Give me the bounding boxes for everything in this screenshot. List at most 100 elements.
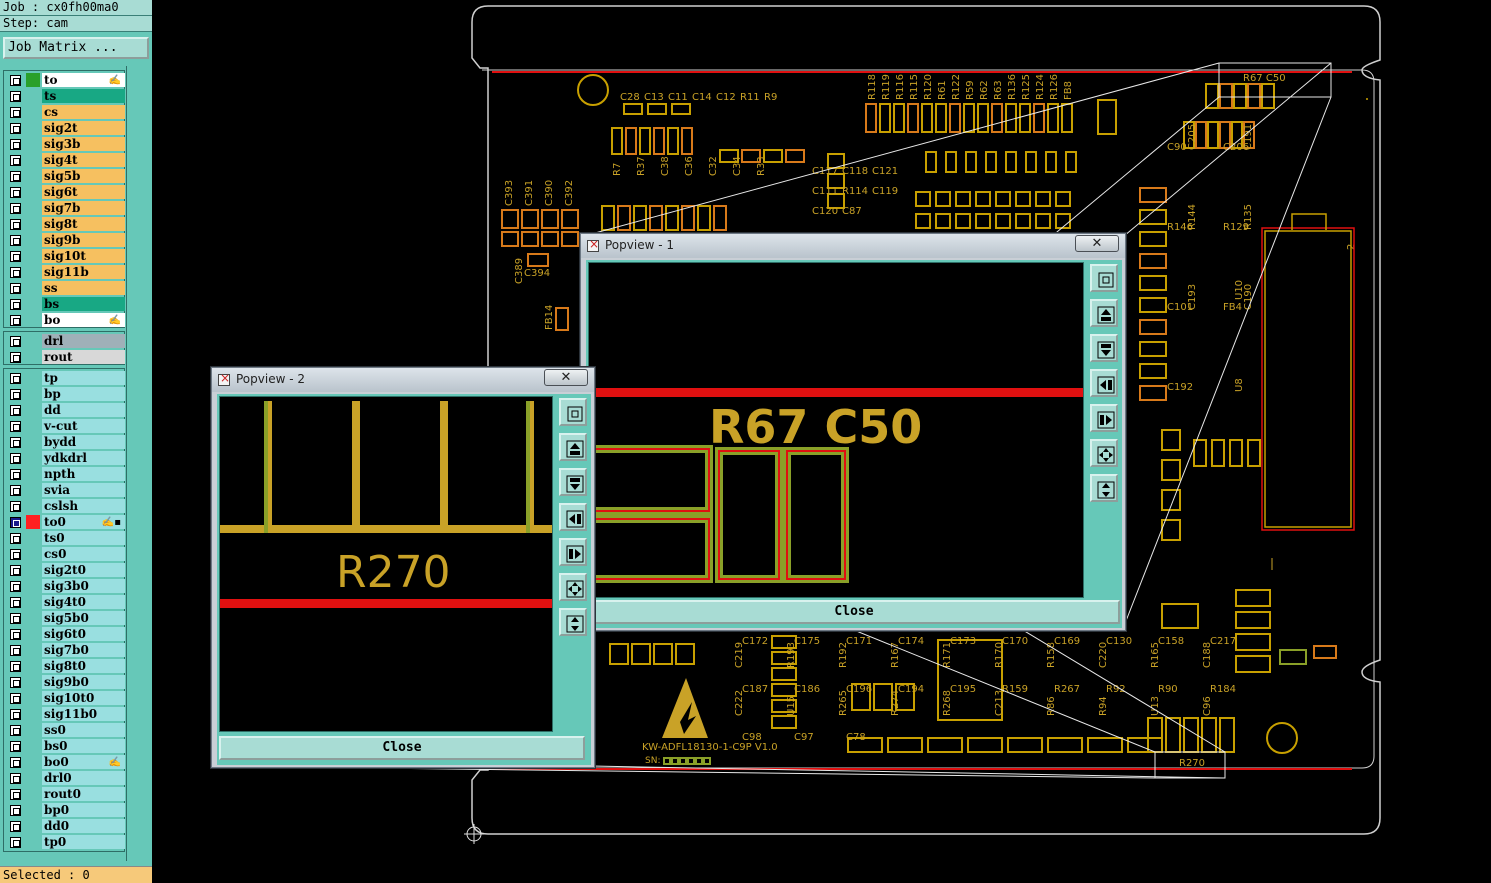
popview-1-titlebar[interactable]: Popview - 1 ✕	[581, 234, 1125, 258]
layer-name[interactable]: bydd	[42, 435, 125, 449]
layer-checkbox[interactable]	[10, 581, 21, 592]
layer-name[interactable]: bo✍	[42, 313, 125, 327]
layer-row-sig8t0[interactable]: sig8t0	[4, 658, 125, 674]
layer-row-sig10t[interactable]: sig10t	[4, 248, 125, 264]
layer-checkbox[interactable]	[10, 139, 21, 150]
layer-checkbox[interactable]	[10, 789, 21, 800]
layer-checkbox[interactable]	[10, 405, 21, 416]
layer-checkbox[interactable]	[10, 453, 21, 464]
layer-name[interactable]: sig8t0	[42, 659, 125, 673]
layer-row-bs[interactable]: bs	[4, 296, 125, 312]
layer-row-dd[interactable]: dd	[4, 402, 125, 418]
layer-row-sig6t0[interactable]: sig6t0	[4, 626, 125, 642]
layer-row-rout[interactable]: rout	[4, 349, 125, 365]
layer-checkbox[interactable]	[10, 629, 21, 640]
layer-name[interactable]: sig10t0	[42, 691, 125, 705]
layer-row-sig9b[interactable]: sig9b	[4, 232, 125, 248]
layer-checkbox[interactable]	[10, 235, 21, 246]
layer-row-cs0[interactable]: cs0	[4, 546, 125, 562]
layer-row-sig5b0[interactable]: sig5b0	[4, 610, 125, 626]
layer-row-bp[interactable]: bp	[4, 386, 125, 402]
layer-row-sig3b0[interactable]: sig3b0	[4, 578, 125, 594]
layer-checkbox[interactable]	[10, 352, 21, 363]
layer-name[interactable]: sig6t0	[42, 627, 125, 641]
layer-checkbox[interactable]	[10, 709, 21, 720]
layer-checkbox[interactable]	[10, 75, 21, 86]
layer-checkbox[interactable]	[10, 187, 21, 198]
layer-checkbox[interactable]	[10, 267, 21, 278]
layer-checkbox[interactable]	[10, 773, 21, 784]
layer-row-drl[interactable]: drl	[4, 333, 125, 349]
layer-checkbox[interactable]	[10, 299, 21, 310]
job-matrix-button[interactable]: Job Matrix ...	[3, 37, 149, 59]
layer-row-to[interactable]: to✍	[4, 72, 125, 88]
popview-2-titlebar[interactable]: Popview - 2 ✕	[212, 368, 594, 392]
layer-row-ss0[interactable]: ss0	[4, 722, 125, 738]
layer-row-ts0[interactable]: ts0	[4, 530, 125, 546]
pan-right-button[interactable]	[559, 538, 587, 566]
layer-list-scrollbar[interactable]	[126, 66, 151, 861]
layer-name[interactable]: sig5b0	[42, 611, 125, 625]
pan-left-button[interactable]	[559, 503, 587, 531]
layer-checkbox[interactable]	[10, 837, 21, 848]
layer-row-bo[interactable]: bo✍	[4, 312, 125, 328]
layer-row-dd0[interactable]: dd0	[4, 818, 125, 834]
layer-row-ss[interactable]: ss	[4, 280, 125, 296]
pan-right-button[interactable]	[1090, 404, 1118, 432]
layer-row-bp0[interactable]: bp0	[4, 802, 125, 818]
layer-name[interactable]: dd	[42, 403, 125, 417]
layer-checkbox[interactable]	[10, 613, 21, 624]
layer-row-sig4t[interactable]: sig4t	[4, 152, 125, 168]
layer-row-ts[interactable]: ts	[4, 88, 125, 104]
layer-checkbox[interactable]	[10, 693, 21, 704]
layer-checkbox[interactable]	[10, 485, 21, 496]
popview-2-close-button[interactable]: Close	[219, 736, 585, 760]
layer-color-swatch[interactable]	[26, 73, 40, 87]
layer-name[interactable]: ss0	[42, 723, 125, 737]
zoom-out-button[interactable]	[559, 573, 587, 601]
layer-name[interactable]: svia	[42, 483, 125, 497]
layer-name[interactable]: ts	[42, 89, 125, 103]
layer-row-sig7b0[interactable]: sig7b0	[4, 642, 125, 658]
pan-left-button[interactable]	[1090, 369, 1118, 397]
layer-checkbox[interactable]	[10, 645, 21, 656]
layer-checkbox[interactable]	[10, 315, 21, 326]
layer-name[interactable]: rout0	[42, 787, 125, 801]
layer-name[interactable]: rout	[42, 350, 125, 364]
layer-name[interactable]: tp	[42, 371, 125, 385]
layer-name[interactable]: sig7b0	[42, 643, 125, 657]
layer-name[interactable]: dd0	[42, 819, 125, 833]
layer-checkbox[interactable]	[10, 421, 21, 432]
layer-name[interactable]: tp0	[42, 835, 125, 849]
layer-row-rout0[interactable]: rout0	[4, 786, 125, 802]
layer-name[interactable]: cs0	[42, 547, 125, 561]
layer-name[interactable]: to0✍▪	[42, 515, 125, 529]
layer-checkbox[interactable]	[10, 283, 21, 294]
layer-checkbox[interactable]	[10, 219, 21, 230]
zoom-in-button[interactable]	[1090, 474, 1118, 502]
layer-name[interactable]: sig9b	[42, 233, 125, 247]
layer-name[interactable]: sig3b	[42, 137, 125, 151]
layer-checkbox[interactable]	[10, 661, 21, 672]
layer-checkbox[interactable]	[10, 155, 21, 166]
popview-1-close-x-button[interactable]: ✕	[1075, 235, 1119, 252]
layer-name[interactable]: cs	[42, 105, 125, 119]
pan-up-button[interactable]	[1090, 299, 1118, 327]
layer-name[interactable]: ss	[42, 281, 125, 295]
zoom-fit-button[interactable]	[559, 398, 587, 426]
layer-checkbox[interactable]	[10, 251, 21, 262]
zoom-out-button[interactable]	[1090, 439, 1118, 467]
layer-name[interactable]: sig6t	[42, 185, 125, 199]
layer-row-to0[interactable]: to0✍▪	[4, 514, 125, 530]
layer-name[interactable]: bp0	[42, 803, 125, 817]
layer-checkbox[interactable]	[10, 171, 21, 182]
layer-checkbox[interactable]	[10, 203, 21, 214]
layer-name[interactable]: sig2t	[42, 121, 125, 135]
layer-checkbox[interactable]	[10, 437, 21, 448]
layer-row-sig2t0[interactable]: sig2t0	[4, 562, 125, 578]
layer-checkbox[interactable]	[10, 336, 21, 347]
layer-name[interactable]: drl	[42, 334, 125, 348]
layer-checkbox[interactable]	[10, 549, 21, 560]
layer-name[interactable]: sig5b	[42, 169, 125, 183]
layer-row-sig3b[interactable]: sig3b	[4, 136, 125, 152]
